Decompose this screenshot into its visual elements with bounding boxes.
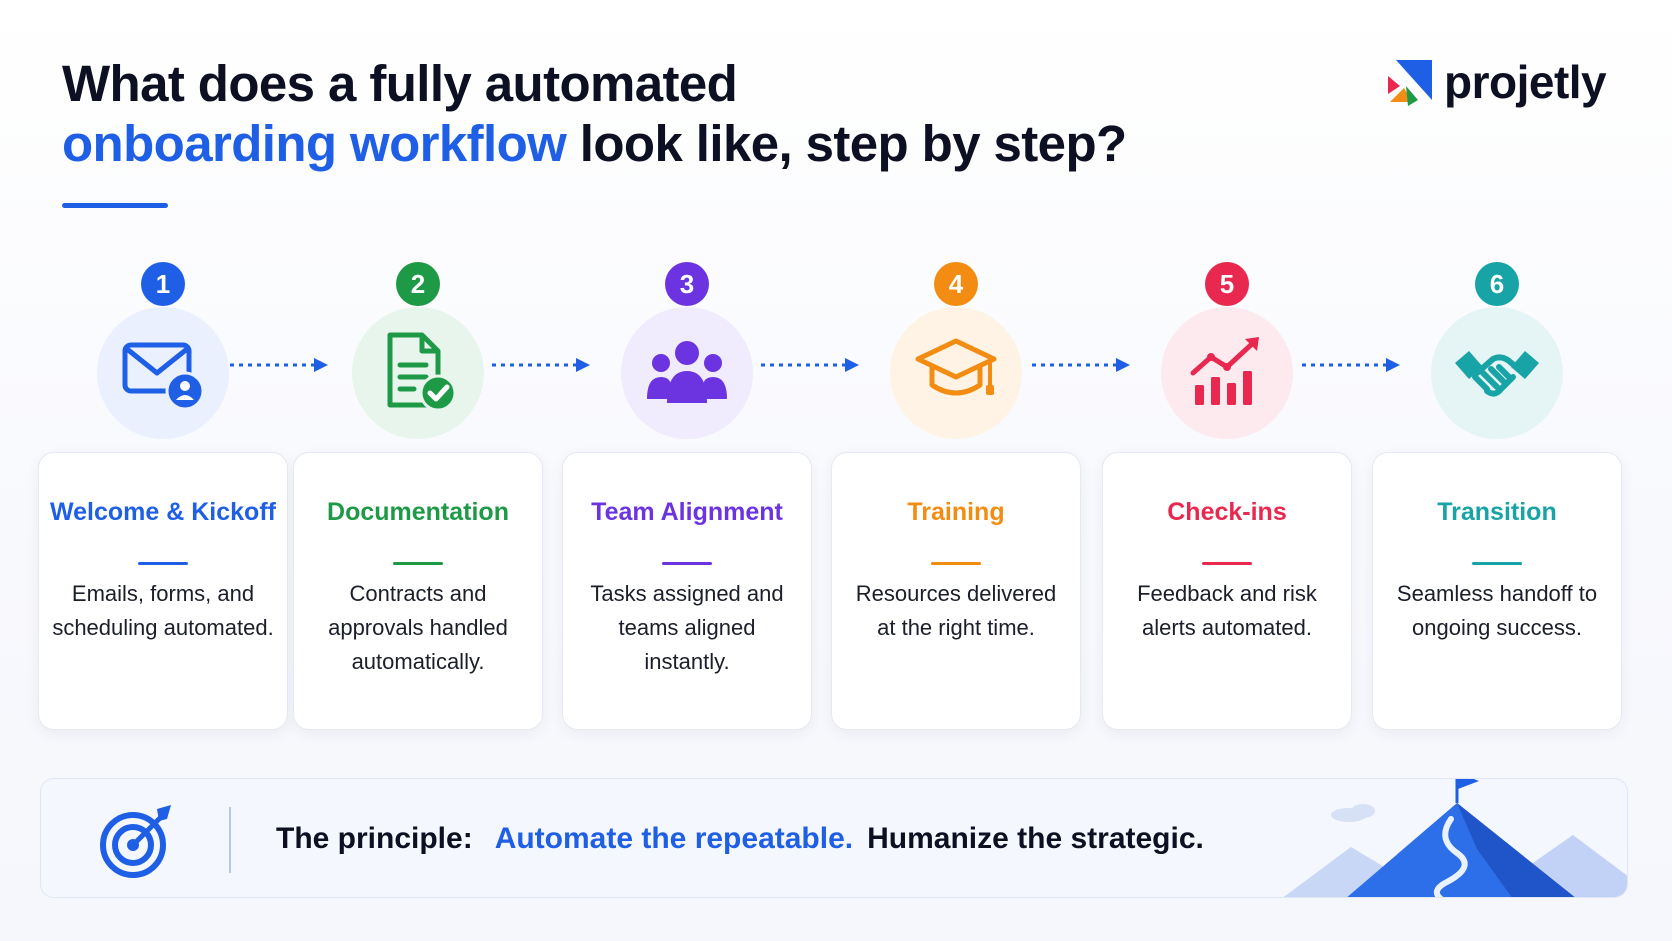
chart-trend-icon bbox=[1190, 337, 1259, 405]
step-number-badge: 3 bbox=[665, 262, 709, 306]
step-title-underline bbox=[393, 562, 443, 565]
target-icon bbox=[100, 805, 171, 878]
step-description: Resources delivered at the right time. bbox=[855, 581, 1057, 640]
step-icon-circle bbox=[1161, 307, 1293, 439]
arrow-right-icon bbox=[761, 358, 859, 372]
title-rest: look like, step by step? bbox=[566, 115, 1127, 172]
step-description: Feedback and risk alerts automated. bbox=[1137, 581, 1317, 640]
step-title: Training bbox=[907, 498, 1005, 526]
title-underline bbox=[62, 203, 168, 208]
step-number-badge: 1 bbox=[141, 262, 185, 306]
step-description: Seamless handoff to ongoing success. bbox=[1396, 581, 1598, 640]
step-4: 4 Training Resources delivered at the ri… bbox=[831, 262, 1081, 732]
step-card: Team Alignment Tasks assigned and teams … bbox=[562, 452, 812, 730]
step-title: Documentation bbox=[327, 498, 509, 526]
step-card: Documentation Contracts and approvals ha… bbox=[293, 452, 543, 730]
step-3: 3 Team Alignment Tasks assigned and team… bbox=[562, 262, 812, 732]
step-title: Team Alignment bbox=[591, 498, 783, 526]
page-title: What does a fully automated onboarding w… bbox=[62, 54, 1127, 174]
principle-label: The principle: bbox=[276, 822, 473, 855]
step-description: Emails, forms, and scheduling automated. bbox=[52, 581, 274, 640]
step-title: Welcome & Kickoff bbox=[50, 498, 276, 526]
step-title-underline bbox=[1472, 562, 1522, 565]
step-icon-circle bbox=[97, 307, 229, 439]
envelope-user-icon bbox=[122, 342, 205, 411]
step-1: 1 Welcome & Kickoff Emails, forms, and s… bbox=[38, 262, 288, 732]
step-title-underline bbox=[662, 562, 712, 565]
projetly-logo-icon bbox=[1388, 60, 1432, 106]
step-card: Check-ins Feedback and risk alerts autom… bbox=[1102, 452, 1352, 730]
step-card: Welcome & Kickoff Emails, forms, and sch… bbox=[38, 452, 288, 730]
step-title-underline bbox=[1202, 562, 1252, 565]
step-number-badge: 5 bbox=[1205, 262, 1249, 306]
handshake-icon bbox=[1455, 351, 1539, 397]
step-description: Contracts and approvals handled automati… bbox=[328, 581, 508, 674]
step-icon-circle bbox=[1431, 307, 1563, 439]
brand-name: projetly bbox=[1444, 56, 1607, 108]
title-line-2: onboarding workflow look like, step by s… bbox=[62, 114, 1127, 174]
principle-divider bbox=[229, 807, 231, 873]
principle-rest: Humanize the strategic. bbox=[867, 822, 1204, 855]
graduation-cap-icon bbox=[915, 338, 997, 396]
mountain-flag-icon bbox=[1283, 779, 1627, 897]
step-icon-circle bbox=[890, 307, 1022, 439]
step-card: Transition Seamless handoff to ongoing s… bbox=[1372, 452, 1622, 730]
step-number-badge: 2 bbox=[396, 262, 440, 306]
step-6: 6 Transition Seamless handoff to ongoing… bbox=[1372, 262, 1622, 732]
arrow-right-icon bbox=[230, 358, 328, 372]
step-title-underline bbox=[138, 562, 188, 565]
title-highlight: onboarding workflow bbox=[62, 115, 567, 172]
brand-logo: projetly bbox=[1384, 56, 1607, 108]
step-card: Training Resources delivered at the righ… bbox=[831, 452, 1081, 730]
step-title-underline bbox=[931, 562, 981, 565]
step-number-badge: 4 bbox=[934, 262, 978, 306]
arrow-right-icon bbox=[1032, 358, 1130, 372]
arrow-right-icon bbox=[492, 358, 590, 372]
step-number-badge: 6 bbox=[1475, 262, 1519, 306]
step-icon-circle bbox=[352, 307, 484, 439]
title-line-1: What does a fully automated bbox=[62, 55, 738, 112]
team-icon bbox=[647, 341, 727, 403]
arrow-right-icon bbox=[1302, 358, 1400, 372]
document-check-icon bbox=[387, 332, 457, 412]
step-2: 2 Documentation Contracts and approvals … bbox=[293, 262, 543, 732]
principle-statement: The principle: Automate the repeatable. … bbox=[276, 779, 1204, 897]
step-icon-circle bbox=[621, 307, 753, 439]
step-5: 5 Check-ins Feedback and risk alerts aut… bbox=[1102, 262, 1352, 732]
step-title: Check-ins bbox=[1167, 498, 1287, 526]
step-title: Transition bbox=[1437, 498, 1557, 526]
principle-highlight: Automate the repeatable. bbox=[494, 822, 854, 855]
principle-banner: The principle: Automate the repeatable. … bbox=[40, 778, 1628, 898]
step-description: Tasks assigned and teams aligned instant… bbox=[590, 581, 784, 674]
